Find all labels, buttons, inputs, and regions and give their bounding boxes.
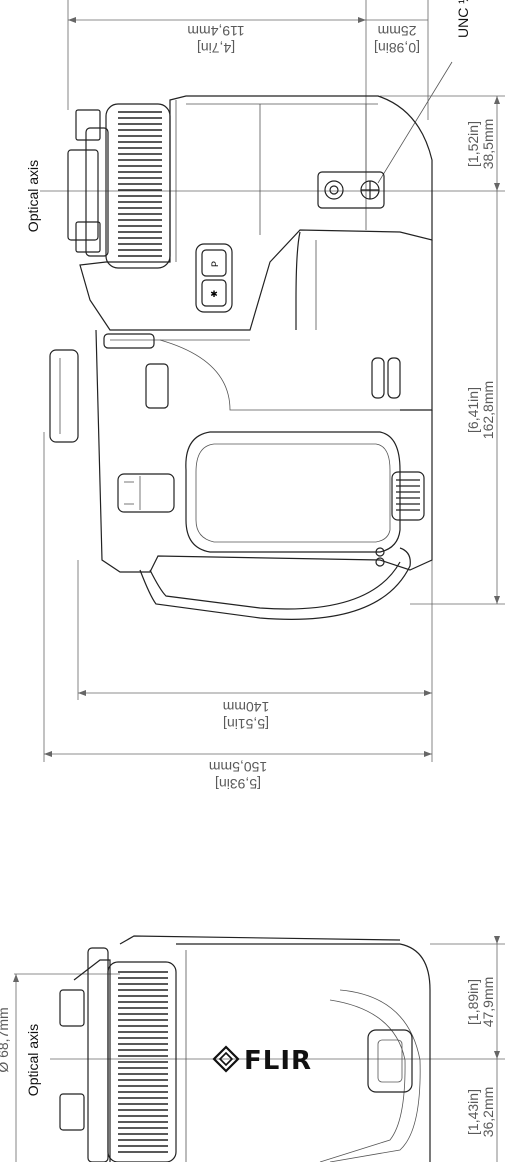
button-panel	[195, 243, 233, 313]
star-button-label: ✱	[210, 290, 218, 300]
lens-ring-ridges	[118, 111, 162, 257]
arrow-icon	[68, 17, 76, 23]
brand-logo: FLIR	[244, 1046, 312, 1076]
camera-top-outline: P ✱	[49, 95, 433, 620]
dim-150-mm: 150,5mm	[209, 759, 267, 775]
dim-150-in: [5,93in]	[215, 776, 261, 792]
dim-119-mm: 119,4mm	[187, 23, 244, 39]
dim-36-mm: 36,2mm	[480, 1087, 496, 1138]
dim-162-in: [6,41in]	[465, 387, 481, 433]
optical-axis-label: Optical axis	[25, 160, 41, 232]
lens-knob	[67, 149, 99, 241]
grip-pad-bottom	[367, 1029, 413, 1093]
top-view: 119,4mm [4,7in] 25mm [0,98in] UNC ¼"-20 …	[25, 0, 505, 792]
p-button	[201, 249, 227, 277]
diameter-label: Ø 68,7mm	[0, 1007, 11, 1072]
dim-25-mm: 25mm	[378, 23, 417, 39]
dim-25-in: [0,98in]	[374, 40, 420, 56]
arrow-icon	[424, 751, 432, 757]
flir-diamond-icon	[212, 1045, 240, 1073]
arrow-icon	[494, 596, 500, 604]
p-button-label: P	[210, 261, 220, 267]
camera-body-middle	[95, 329, 433, 573]
vents	[387, 357, 401, 399]
arrow-icon	[424, 690, 432, 696]
dim-119-in: [4,7in]	[197, 40, 235, 56]
arrow-icon	[494, 1051, 500, 1059]
bottom-view: Ø 68,7mm Optical axis [1,89in] 47,9mm [1…	[0, 935, 505, 1162]
strap-buckle	[117, 473, 175, 513]
rail-clip	[103, 333, 155, 349]
arrow-icon	[13, 974, 19, 982]
hand-grip	[185, 431, 401, 553]
star-button	[201, 279, 227, 307]
slot	[145, 363, 169, 409]
dim-140-in: [5,51in]	[223, 716, 269, 732]
optical-axis-label-bottom: Optical axis	[25, 1024, 41, 1096]
dim-47-mm: 47,9mm	[480, 977, 496, 1028]
dim-140-mm: 140mm	[223, 699, 270, 715]
lens-ring-bottom	[107, 961, 177, 1162]
hand-strap	[139, 547, 411, 620]
dim-38-in: [1,52in]	[465, 121, 481, 167]
dim-38-mm: 38,5mm	[480, 119, 496, 170]
arrow-icon	[494, 183, 500, 191]
arrow-icon	[44, 751, 52, 757]
trigger	[49, 349, 79, 443]
arrow-icon	[494, 936, 500, 944]
camera-body-bottom	[176, 943, 431, 1162]
dim-36-in: [1,43in]	[465, 1089, 481, 1135]
tripod-mount	[317, 171, 385, 209]
flir-logo: FLIR	[212, 1045, 312, 1076]
dim-47-in: [1,89in]	[465, 979, 481, 1025]
grip-pad	[391, 471, 425, 521]
arrow-icon	[78, 690, 86, 696]
arrow-icon	[358, 17, 366, 23]
dim-162-mm: 162,8mm	[480, 381, 496, 439]
camera-body-upper	[79, 95, 433, 331]
camera-bottom-outline: FLIR	[59, 935, 431, 1162]
arrow-icon	[494, 96, 500, 104]
unc-label: UNC ¼"-20	[455, 0, 471, 38]
